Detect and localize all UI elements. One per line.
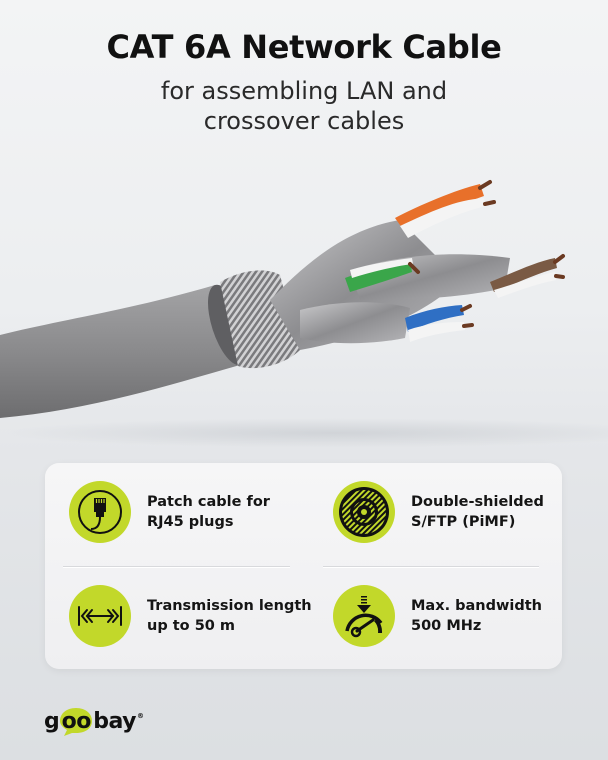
feature-rj45: Patch cable for RJ45 plugs (69, 481, 270, 543)
feature-bandwidth: Max. bandwidth 500 MHz (333, 585, 542, 647)
subtitle-line-2: crossover cables (203, 107, 405, 135)
hero-shadow (0, 418, 608, 448)
feature-shielding: Double-shielded S/FTP (PiMF) (333, 481, 544, 543)
rj45-plug-icon (69, 481, 131, 543)
logo-speech-bubble: oo (60, 708, 93, 736)
feature-text: Max. bandwidth 500 MHz (411, 598, 542, 634)
divider-left (63, 566, 290, 567)
divider-right (323, 566, 539, 567)
feature-length: Transmission length up to 50 m (69, 585, 312, 647)
bandwidth-gauge-icon (333, 585, 395, 647)
transmission-length-icon (69, 585, 131, 647)
subtitle-line-1: for assembling LAN and (160, 77, 448, 105)
feature-text: Transmission length up to 50 m (147, 598, 312, 634)
page-subtitle: for assembling LAN and crossover cables (0, 76, 608, 136)
page-title: CAT 6A Network Cable (106, 28, 502, 66)
features-card: Patch cable for RJ45 plugs Double-shield (45, 463, 562, 669)
feature-text: Double-shielded S/FTP (PiMF) (411, 494, 544, 530)
shielded-cable-icon (333, 481, 395, 543)
cable-hero-image (0, 160, 608, 450)
feature-text: Patch cable for RJ45 plugs (147, 494, 270, 530)
goobay-logo: g oo bay ® (44, 708, 144, 736)
